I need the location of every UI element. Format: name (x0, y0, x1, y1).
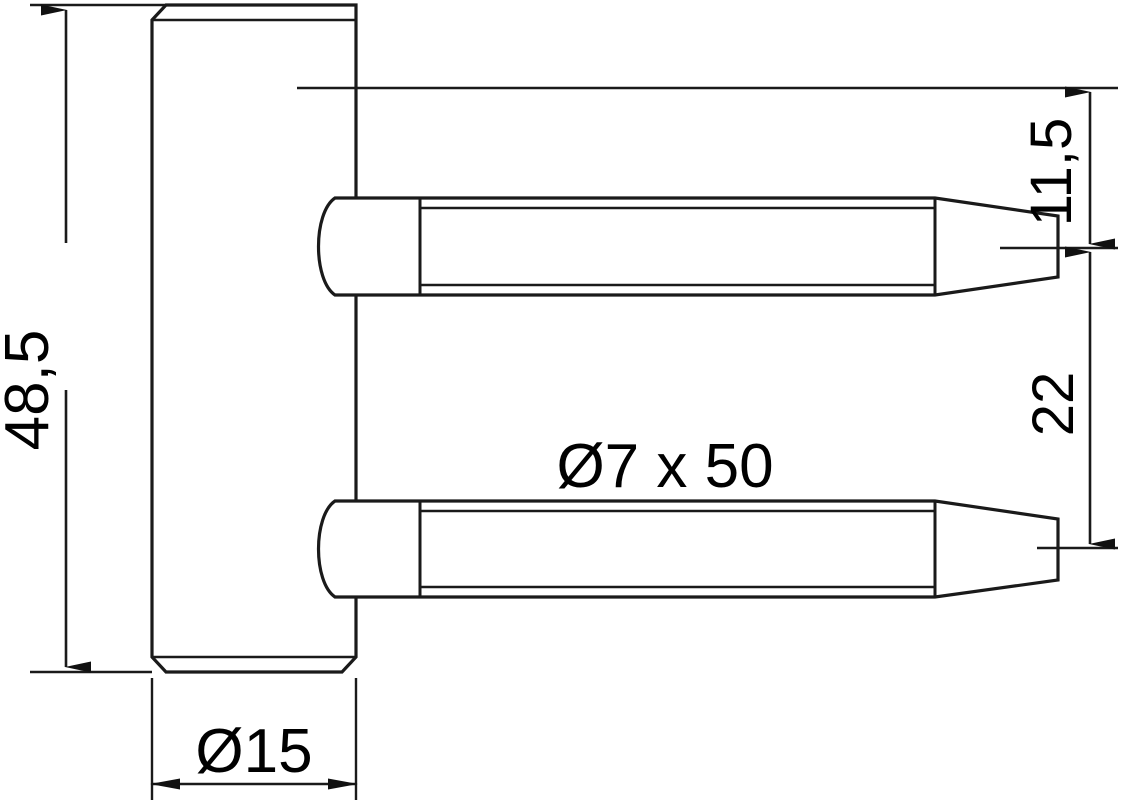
dimension-top-offset: 11,5 (1019, 86, 1115, 250)
annotation-pin-spec: Ø7 x 50 (556, 432, 773, 501)
annotation-label-pin-spec: Ø7 x 50 (556, 432, 773, 501)
dimension-pin-spacing: 22 (1021, 246, 1115, 550)
dimension-label-top-offset: 11,5 (1019, 118, 1084, 227)
dimension-label-pin-spacing: 22 (1021, 372, 1086, 437)
dimension-plate-height: 48,5 (0, 4, 91, 673)
lower-dowel-pin (317, 499, 1060, 599)
dimension-label-plate-diameter: Ø15 (195, 717, 312, 786)
dimension-label-plate-height: 48,5 (0, 330, 62, 451)
dimension-plate-diameter: Ø15 (150, 717, 358, 790)
upper-dowel-pin (317, 196, 1060, 297)
